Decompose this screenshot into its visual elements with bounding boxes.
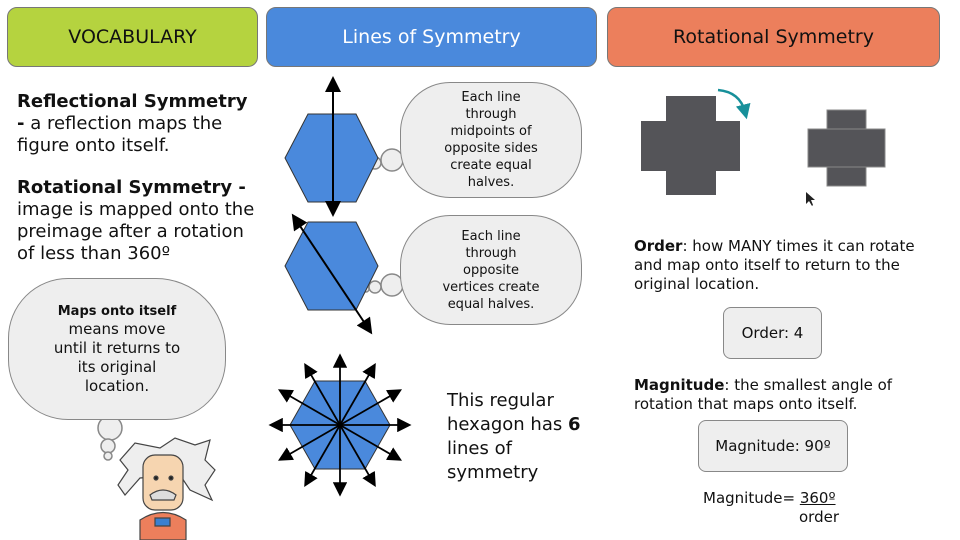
cloud-text: means move until it returns to its origi… <box>53 319 181 395</box>
definition: image is mapped onto the preimage after … <box>17 199 255 264</box>
formula-numerator: 360º <box>799 489 836 507</box>
hexagon-six-lines <box>268 353 412 497</box>
rotational-symmetry-header: Rotational Symmetry <box>607 7 940 67</box>
term: Reflectional Symmetry - <box>17 91 248 134</box>
thought-cloud-vertices: Each line through opposite vertices crea… <box>400 215 582 325</box>
rotational-definition: Rotational Symmetry - image is mapped on… <box>17 177 257 265</box>
six-lines-summary: This regular hexagon has 6 lines of symm… <box>447 389 597 485</box>
formula-denominator: order <box>799 508 839 526</box>
cloud-text: Each line through opposite vertices crea… <box>442 228 540 312</box>
hexagon-midpoint-line <box>284 76 379 217</box>
summary-text: lines of symmetry <box>447 438 539 483</box>
magnitude-definition: Magnitude: the smallest angle of rotatio… <box>634 376 924 414</box>
einstein-cartoon-icon <box>117 437 216 540</box>
mouse-cursor-icon <box>806 192 815 206</box>
vocabulary-header: VOCABULARY <box>7 7 258 67</box>
formula-label: Magnitude= <box>703 489 796 507</box>
thought-bubbles <box>97 148 404 461</box>
cloud-bold: Maps onto itself <box>57 303 177 319</box>
order-definition: Order: how MANY times it can rotate and … <box>634 237 924 294</box>
summary-text: This regular hexagon has <box>447 390 568 435</box>
symmetry-line <box>277 389 403 461</box>
term: Order <box>634 237 683 255</box>
reflectional-definition: Reflectional Symmetry - a reflection map… <box>17 91 257 157</box>
definition: : how MANY times it can rotate and map o… <box>634 237 915 293</box>
thought-cloud-midpoints: Each line through midpoints of opposite … <box>400 82 582 198</box>
definition: a reflection maps the figure onto itself… <box>17 113 223 156</box>
hexagon-vertex-line <box>284 213 379 335</box>
term: Rotational Symmetry - <box>17 177 246 198</box>
magnitude-box: Magnitude: 90º <box>698 420 848 472</box>
lines-of-symmetry-header: Lines of Symmetry <box>266 7 597 67</box>
cross-shape-rotated <box>807 109 886 187</box>
definition: : the smallest angle of rotation that ma… <box>634 376 893 413</box>
summary-number: 6 <box>567 414 581 435</box>
cloud-text: Each line through midpoints of opposite … <box>444 90 538 190</box>
rotation-arrow-icon <box>717 88 751 120</box>
term: Magnitude <box>634 376 725 394</box>
cross-shape-large <box>641 96 740 195</box>
order-box: Order: 4 <box>723 307 822 359</box>
